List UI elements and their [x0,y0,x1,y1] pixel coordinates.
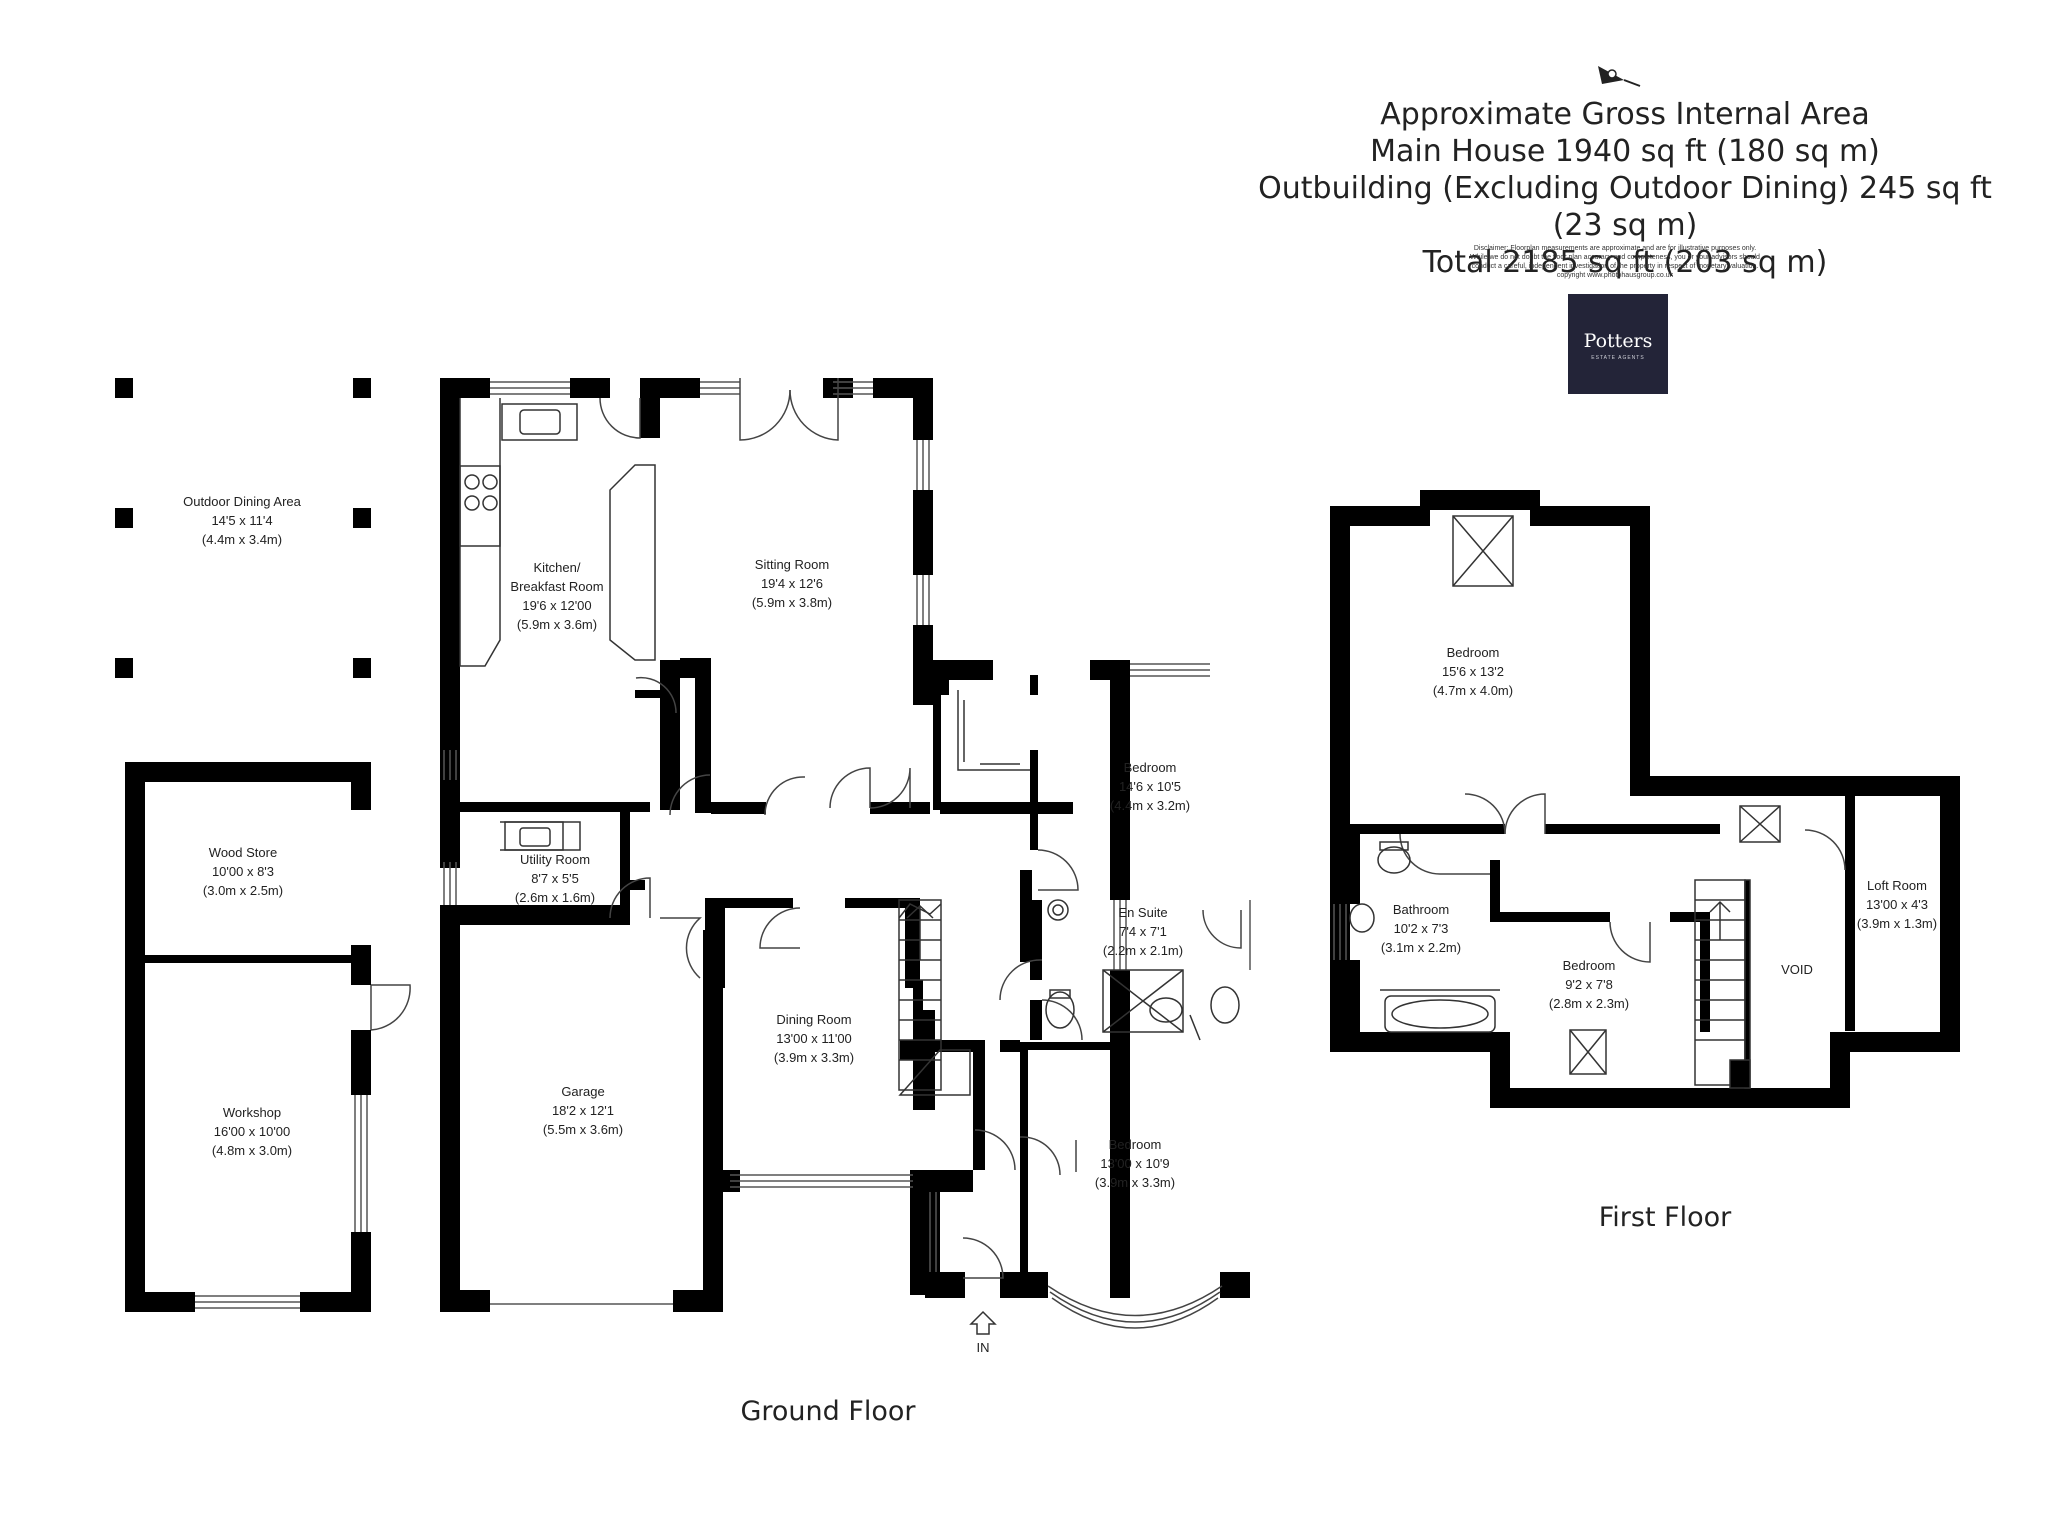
main-house-area: Main House 1940 sq ft (180 sq m) [1370,134,1880,169]
entrance-label: IN [976,1340,990,1355]
kitchen-fixtures [459,398,656,851]
workshop-door [370,984,411,1031]
first-floor-stairs [1694,879,1751,1089]
outbuilding-windows [195,1095,368,1309]
area-title: Approximate Gross Internal Area [1380,97,1870,132]
disclaimer-line: conduct a careful, independent investiga… [1471,263,1759,270]
first-floor-title: First Floor [1598,1202,1732,1233]
agent-tagline: ESTATE AGENTS [1591,355,1645,361]
en-suite-fixtures [1045,899,1240,1041]
wardrobe [957,690,1030,771]
first-floor-windows [1333,904,1347,960]
ground-floor-stairs [898,899,971,1096]
area-summary: Approximate Gross Internal Area Main Hou… [1230,96,2020,281]
agent-logo: Potters ESTATE AGENTS [1568,294,1668,394]
first-floor-doors [1399,793,1846,963]
ground-floor-windows [443,381,1251,1305]
ground-floor-doors [599,378,1242,1279]
disclaimer-line: copyright www.photohausgroup.co.uk [1556,272,1674,279]
disclaimer: Disclaimer: Floorplan measurements are a… [1420,244,1810,280]
disclaimer-line: Disclaimer: Floorplan measurements are a… [1473,245,1757,252]
outbuilding-walls [125,762,371,1312]
ground-floor-walls [440,378,1250,1312]
entrance-arrow [969,1310,997,1335]
disclaimer-line: While we do not doubt the floor plan acc… [1470,254,1760,261]
first-floor-walls [1330,490,1960,1108]
outdoor-dining-posts [115,378,371,678]
outbuilding-area: Outbuilding (Excluding Outdoor Dining) 2… [1258,171,1992,243]
room-label-void: VOID [1781,962,1813,977]
compass-icon [1598,66,1641,87]
bay-window [1047,1285,1223,1329]
total-area: Total 2185 sq ft (203 sq m) [1422,245,1828,280]
first-floor-fixtures [1349,515,1781,1075]
ground-floor-title: Ground Floor [740,1396,916,1427]
agent-name: Potters [1583,330,1653,352]
